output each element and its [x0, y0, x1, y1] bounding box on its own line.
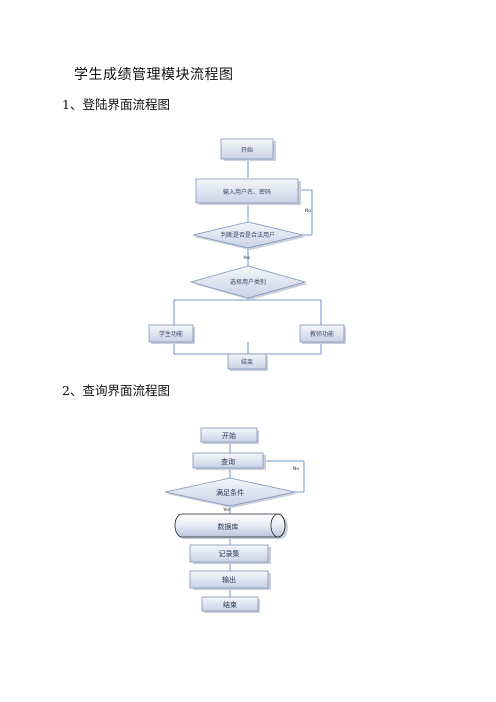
login-check-decision: 判断是否是合法用户	[192, 221, 306, 250]
login-yes-label: Yes	[242, 255, 251, 261]
query-query-label: 查询	[221, 457, 235, 466]
login-end-box: 结束	[227, 353, 268, 371]
query-no-label: No	[293, 466, 299, 472]
login-end-label: 结束	[241, 358, 253, 366]
login-choice-decision: 选择用户类别	[189, 265, 308, 300]
query-database-label: 数据库	[218, 522, 239, 531]
query-yes-label: Yes	[222, 507, 231, 513]
query-query-box: 查询	[192, 452, 266, 470]
query-end-label: 结束	[223, 600, 237, 609]
login-student-label: 学生功能	[159, 330, 183, 338]
document-title: 学生成绩管理模块流程图	[74, 67, 234, 83]
query-flowchart: 开始 查询 满足条件 数据库 记录集	[164, 427, 305, 613]
login-input-label: 输入用户名、密码	[223, 188, 271, 196]
login-teacher-box: 教师功能	[299, 324, 346, 344]
query-condition-decision: 满足条件	[164, 477, 297, 508]
login-choice-label: 选择用户类别	[230, 278, 266, 286]
login-teacher-label: 教师功能	[310, 330, 334, 338]
query-end-box: 结束	[201, 596, 260, 613]
query-start-label: 开始	[222, 431, 236, 440]
login-check-label: 判断是否是合法用户	[221, 231, 275, 239]
login-input-box: 输入用户名、密码	[195, 178, 301, 205]
login-no-label: No	[305, 208, 311, 214]
login-flowchart: 开始 输入用户名、密码 判断是否是合法用户 选择用户类别 学生功能	[148, 138, 346, 371]
query-start-box: 开始	[200, 427, 259, 444]
login-student-box: 学生功能	[148, 324, 195, 344]
login-start-box: 开始	[220, 138, 276, 161]
query-database-cylinder: 数据库	[174, 513, 289, 539]
section-login-flowchart: 1、登陆界面流程图	[62, 97, 170, 112]
query-output-box: 输出	[189, 570, 271, 590]
query-records-box: 记录集	[189, 544, 271, 564]
query-output-label: 输出	[222, 575, 236, 584]
query-records-label: 记录集	[219, 549, 240, 558]
query-condition-label: 满足条件	[216, 488, 244, 497]
section-query-flowchart: 2、查询界面流程图	[62, 383, 170, 398]
login-start-label: 开始	[241, 146, 253, 154]
